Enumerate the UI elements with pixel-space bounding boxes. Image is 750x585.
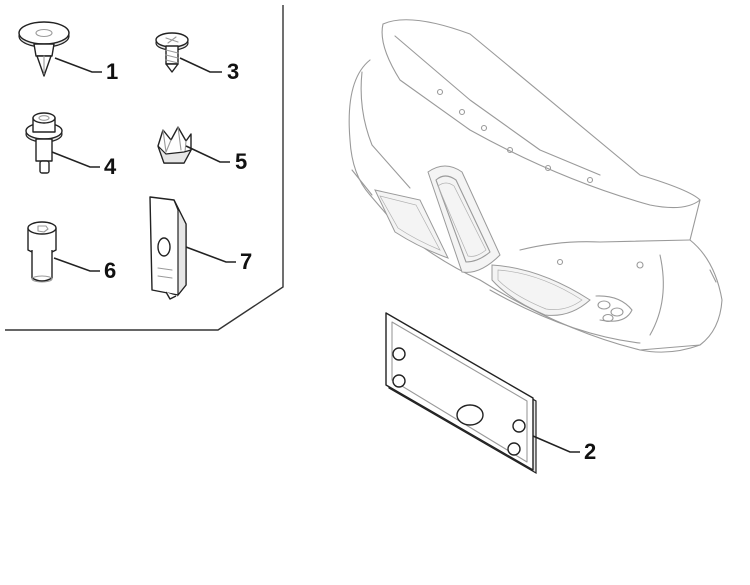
callout-6: 6 [104, 258, 116, 283]
leader-line-3 [179, 57, 222, 73]
parts-frame [5, 5, 284, 331]
leader-line-4 [51, 151, 100, 168]
callout-7: 7 [240, 249, 252, 274]
callout-5: 5 [235, 149, 247, 174]
callout-2: 2 [584, 439, 596, 464]
callout-3: 3 [227, 59, 239, 84]
leader-line-6 [53, 257, 100, 272]
part-7-spring-nut[interactable] [149, 196, 187, 300]
part-6-cap-screw[interactable] [27, 221, 57, 283]
callout-1: 1 [106, 59, 118, 84]
part-4-bolt[interactable] [25, 112, 63, 174]
part-3-screw[interactable] [155, 32, 189, 73]
leader-line-2 [532, 435, 580, 453]
leader-line-1 [54, 57, 102, 73]
leader-line-7 [185, 246, 236, 263]
leader-line-5 [185, 145, 230, 163]
part-1-push-rivet[interactable] [18, 21, 70, 77]
callout-4: 4 [104, 154, 117, 179]
part-5-clip[interactable] [157, 126, 193, 164]
front-bumper [348, 19, 723, 353]
part-2-plate-bracket[interactable] [385, 312, 537, 475]
